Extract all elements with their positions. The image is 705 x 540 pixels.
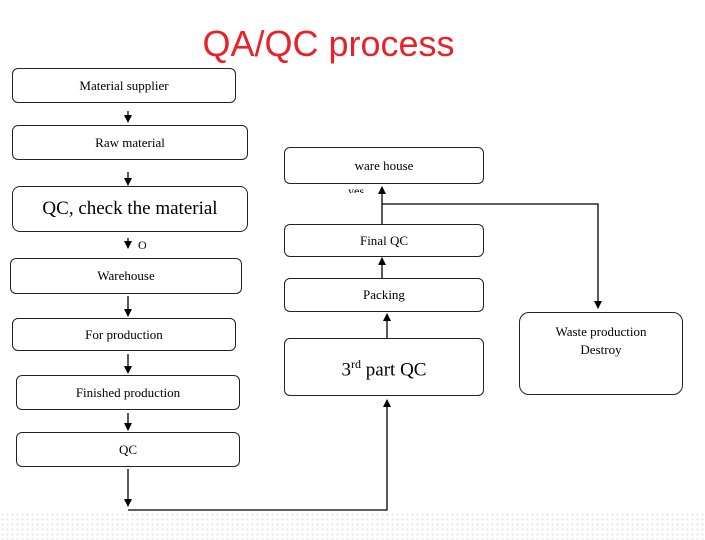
box-label: ware house <box>354 157 414 173</box>
box-label: Raw material <box>95 134 165 150</box>
diagram-title: QA/QC process <box>202 23 455 64</box>
ordinal-number: 3 <box>341 359 352 381</box>
box-warehouse: Warehouse <box>10 258 242 294</box>
connector-qc-to-3rd-part <box>128 399 391 511</box>
box-qc-check-material: QC, check the material <box>12 186 248 232</box>
box-label: QC <box>118 441 138 457</box>
box-label: Packing <box>363 287 405 302</box>
box-qc: QC <box>16 432 240 467</box>
box-raw-material: Raw material <box>12 125 248 160</box>
box-label: Warehouse <box>97 268 155 283</box>
background-dot-pattern <box>0 512 705 540</box>
box-label: Material supplier <box>79 77 169 93</box>
box-material-supplier: Material supplier <box>12 68 236 103</box>
box-3rd-part-qc: 3rd part QC <box>284 338 484 396</box>
box-label: For production <box>85 326 163 342</box>
note-yes: yes <box>334 184 376 193</box>
box-label-line1: Waste production <box>555 324 647 339</box>
box-finished-production: Finished production <box>16 375 240 410</box>
box-ware-house: ware house <box>284 147 484 184</box>
box-packing: Packing <box>284 278 484 312</box>
box-label-line2: Destroy <box>580 342 622 357</box>
connector-to-waste <box>382 203 602 309</box>
box-waste-production: Waste production Destroy <box>519 312 683 395</box>
box-for-production: For production <box>12 318 236 351</box>
box-label: 3rd part QC <box>342 355 427 379</box>
note-o: O <box>138 238 147 252</box>
box-final-qc: Final QC <box>284 224 484 257</box>
label-suffix: part QC <box>361 359 427 381</box>
box-label: Finished production <box>75 384 181 400</box>
ordinal-suffix: rd <box>351 356 362 371</box>
box-label: QC, check the material <box>42 198 218 219</box>
box-label: Final QC <box>359 232 409 248</box>
